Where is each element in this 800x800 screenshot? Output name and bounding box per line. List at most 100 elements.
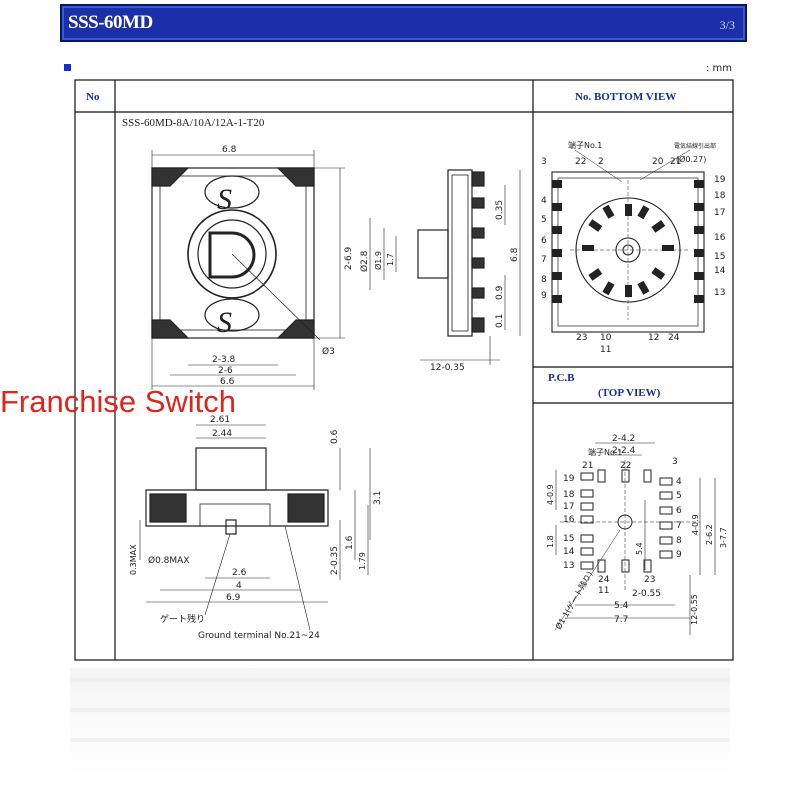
bottom-num-7: 7 <box>541 255 547 265</box>
bottom-num-10: 10 <box>600 333 612 343</box>
bottom-num-8: 8 <box>541 275 547 285</box>
pcb-num-19: 19 <box>563 474 575 484</box>
bottom-num-3: 3 <box>541 157 547 167</box>
dim-pcb-b77: 7.7 <box>614 615 628 625</box>
pcb-num-23: 23 <box>644 575 655 585</box>
table-frame <box>74 79 734 661</box>
bottom-num-11: 11 <box>600 345 611 355</box>
pcb-num-24: 24 <box>598 575 610 585</box>
bottom-terminal-label: 端子No.1 <box>568 140 602 150</box>
pcb-num-14: 14 <box>563 547 575 557</box>
dim-lower-4: 4 <box>236 581 242 591</box>
bottom-num-2: 2 <box>598 157 604 167</box>
pcb-pads <box>580 469 673 573</box>
dim-pcb-b055: 2-0.55 <box>632 589 661 599</box>
dim-lower-31: 3.1 <box>373 491 383 505</box>
s-logo-top-icon: S <box>217 183 232 216</box>
dim-pcb-m54: 5.4 <box>635 542 644 555</box>
document-title: SSS-60MD <box>68 12 153 33</box>
pcb-num-21: 21 <box>582 461 593 471</box>
pcb-num-16: 16 <box>563 515 575 525</box>
bottom-num-16: 16 <box>714 233 726 243</box>
dim-lower-244: 2.44 <box>212 429 232 439</box>
dim-front-b2: 2-6 <box>218 366 233 376</box>
gate-note: ゲート残り <box>160 613 205 625</box>
dim-front-top: 6.8 <box>222 145 237 155</box>
unit-label: : mm <box>706 63 733 74</box>
bottom-num-15: 15 <box>714 252 725 262</box>
bottom-num-22: 22 <box>575 157 586 167</box>
model-number: SSS-60MD-8A/10A/12A-1-T20 <box>122 117 265 129</box>
pcb-num-13: 13 <box>563 561 574 571</box>
dim-pcb-m409: 4-0.9 <box>691 514 700 535</box>
pcb-num-3: 3 <box>672 457 678 467</box>
bottom-mark-label: 電気結線引出部 <box>674 142 716 150</box>
pcb-title: P.C.B <box>548 372 575 384</box>
pcb-num-9: 9 <box>676 550 682 560</box>
lower-view <box>139 424 371 631</box>
dim-pcb-b54: 5.4 <box>614 601 629 611</box>
pcb-num-4: 4 <box>676 477 682 487</box>
dim-pcb-t42: 2-4.2 <box>612 434 635 444</box>
dim-pcb-r62: 2-6.2 <box>705 524 714 545</box>
pcb-num-5: 5 <box>676 491 682 501</box>
bottom-num-9: 9 <box>541 291 547 301</box>
bottom-num-13: 13 <box>714 288 725 298</box>
dim-lower-26: 2.6 <box>232 568 247 578</box>
s-logo-bottom-icon: S <box>217 306 232 339</box>
page-number: 3/3 <box>719 18 735 32</box>
dim-pcb-hole: Ø1.1(ゲート残り) <box>553 569 594 631</box>
dim-front-diag: Ø3 <box>322 346 335 357</box>
dim-side-09: 0.9 <box>495 285 505 300</box>
pcb-num-15: 15 <box>563 534 574 544</box>
col-no-header: No <box>86 91 100 103</box>
dim-side-bottom: 12-0.35 <box>430 363 465 373</box>
dim-pcb-r37: 3-7.7 <box>719 527 728 548</box>
dim-side-68: 6.8 <box>510 247 520 262</box>
dim-pcb-t24: 2-2.4 <box>612 446 636 456</box>
bottom-num-5: 5 <box>541 215 547 225</box>
section-marker-icon <box>64 64 71 71</box>
bottom-num-21: 21 <box>670 157 681 167</box>
bottom-num-14: 14 <box>714 266 726 276</box>
dim-side-d17: 1.7 <box>386 253 395 266</box>
dim-pcb-l409: 4-0.9 <box>546 484 555 505</box>
bottom-num-18: 18 <box>714 191 726 201</box>
dim-side-d28: Ø2.8 <box>359 250 370 272</box>
pcb-num-8: 8 <box>676 536 682 546</box>
page-shadow <box>70 668 730 778</box>
dim-lower-06: 0.6 <box>330 429 340 444</box>
dim-lower-179: 1.79 <box>358 552 367 570</box>
bottom-num-4: 4 <box>541 196 547 206</box>
dim-front-right: 2-6.9 <box>344 246 354 270</box>
bottom-num-6: 6 <box>541 236 547 246</box>
watermark-text: Franchise Switch <box>0 384 237 419</box>
dim-lower-035: 2-0.35 <box>330 546 340 575</box>
bottom-view-contacts <box>552 180 704 303</box>
dim-side-d19: Ø1.9 <box>373 251 383 270</box>
dim-lower-max: 0.3MAX <box>129 544 138 575</box>
bottom-mark-dim: (Ø0.27) <box>676 154 706 164</box>
dim-side-035: 0.35 <box>495 200 505 220</box>
front-view <box>151 150 345 390</box>
pcb-subtitle: (TOP VIEW) <box>598 387 661 399</box>
bottom-view <box>551 149 705 333</box>
dim-lower-d08: Ø0.8MAX <box>148 555 189 566</box>
bottom-num-17: 17 <box>714 208 725 218</box>
dim-lower-69: 6.9 <box>226 593 241 603</box>
bottom-num-20: 20 <box>652 157 664 167</box>
side-view <box>369 169 521 365</box>
ground-note: Ground terminal No.21~24 <box>198 631 320 641</box>
pcb-num-6: 6 <box>676 506 682 516</box>
pcb-num-11: 11 <box>598 586 609 596</box>
dim-front-b1: 2-3.8 <box>212 355 236 365</box>
dim-front-b3: 6.6 <box>220 377 235 387</box>
bottom-num-12: 12 <box>648 333 659 343</box>
bottom-num-19: 19 <box>714 175 726 185</box>
dim-lower-261: 2.61 <box>210 415 230 425</box>
col-bottom-view-header: No. BOTTOM VIEW <box>575 91 676 103</box>
dim-side-01: 0.1 <box>495 314 505 328</box>
bottom-num-23: 23 <box>576 333 587 343</box>
pcb-num-17: 17 <box>563 502 574 512</box>
dim-pcb-b1255: 12-0.55 <box>690 594 699 625</box>
